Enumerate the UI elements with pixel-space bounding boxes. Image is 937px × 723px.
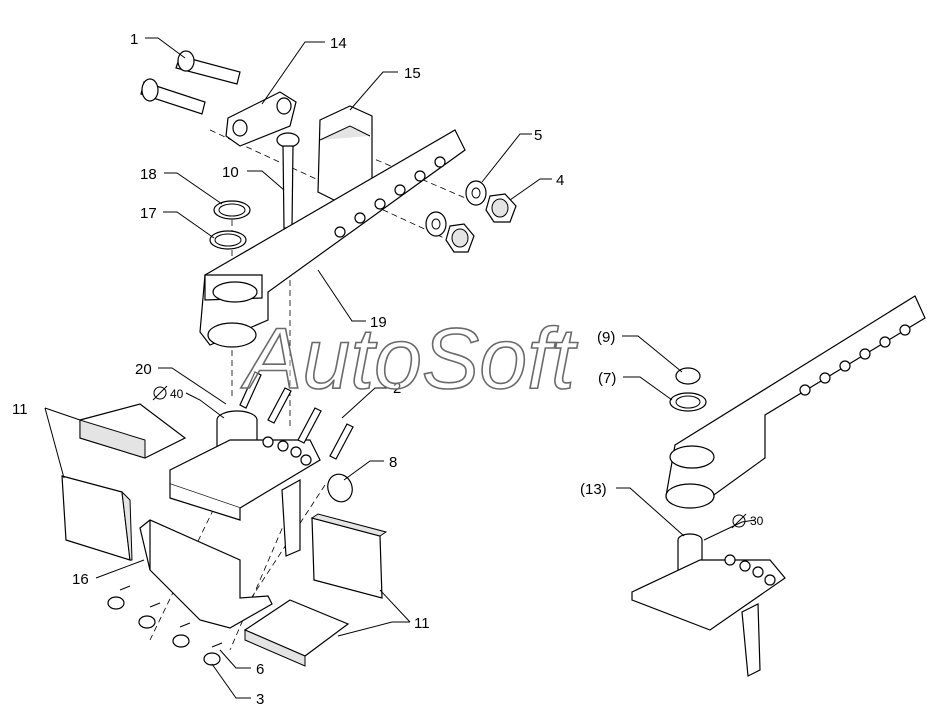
washer-17 xyxy=(209,230,247,250)
callout-1: 1 xyxy=(130,31,138,48)
leader-lines xyxy=(44,37,756,699)
nut-4-upper xyxy=(485,193,517,223)
callout-4: 4 xyxy=(556,172,564,189)
callout-19: 19 xyxy=(370,314,387,331)
callout-2: 2 xyxy=(393,380,401,397)
caps-3 xyxy=(107,596,221,666)
washer-5-lower xyxy=(425,211,447,237)
diameter-mark-40: 40 xyxy=(152,385,184,401)
callout-17: 17 xyxy=(140,205,157,222)
callout-labels: 1 14 15 5 4 18 10 17 19 20 2 11 8 16 11 … xyxy=(12,31,616,708)
callout-10: 10 xyxy=(222,164,239,181)
callout-11-right: 11 xyxy=(414,615,430,632)
pad-11-left xyxy=(61,475,133,561)
diameter-30-label: 30 xyxy=(750,514,764,528)
callout-14: 14 xyxy=(330,35,347,52)
callout-13: (13) xyxy=(580,481,607,498)
block-15 xyxy=(317,105,373,205)
callout-6: 6 xyxy=(256,661,264,678)
clamp-14 xyxy=(225,91,297,147)
callout-8: 8 xyxy=(389,454,397,471)
pad-11-bottom xyxy=(243,599,350,667)
pins-6 xyxy=(119,585,223,648)
callout-15: 15 xyxy=(404,65,421,82)
watermark-text: AutoSoft xyxy=(240,311,578,407)
nut-4-lower xyxy=(445,223,475,253)
callout-18: 18 xyxy=(140,166,157,183)
ring-18 xyxy=(213,200,251,220)
callout-7: (7) xyxy=(598,370,616,387)
bolt-1-lower xyxy=(140,78,206,115)
channel-16 xyxy=(139,519,273,629)
bolt-1-upper xyxy=(175,50,241,85)
pin-10 xyxy=(276,132,300,229)
diameter-mark-30: 30 xyxy=(731,513,764,529)
callout-5: 5 xyxy=(534,127,542,144)
callout-16: 16 xyxy=(72,571,89,588)
callout-11-left: 11 xyxy=(12,401,28,418)
ring-8 xyxy=(327,473,353,503)
callout-9: (9) xyxy=(597,329,615,346)
pad-11-top xyxy=(79,403,187,459)
callout-3: 3 xyxy=(256,691,264,708)
callout-20: 20 xyxy=(135,361,152,378)
washer-5-upper xyxy=(465,180,487,206)
bracket-right xyxy=(631,554,786,677)
drawbar-19 xyxy=(199,129,466,348)
diameter-40-label: 40 xyxy=(170,387,184,401)
hitch-bracket xyxy=(169,436,321,557)
bolts-2 xyxy=(239,371,354,460)
pad-11-right xyxy=(310,513,388,599)
washer-7 xyxy=(669,392,707,412)
drawbar-right xyxy=(665,295,926,509)
